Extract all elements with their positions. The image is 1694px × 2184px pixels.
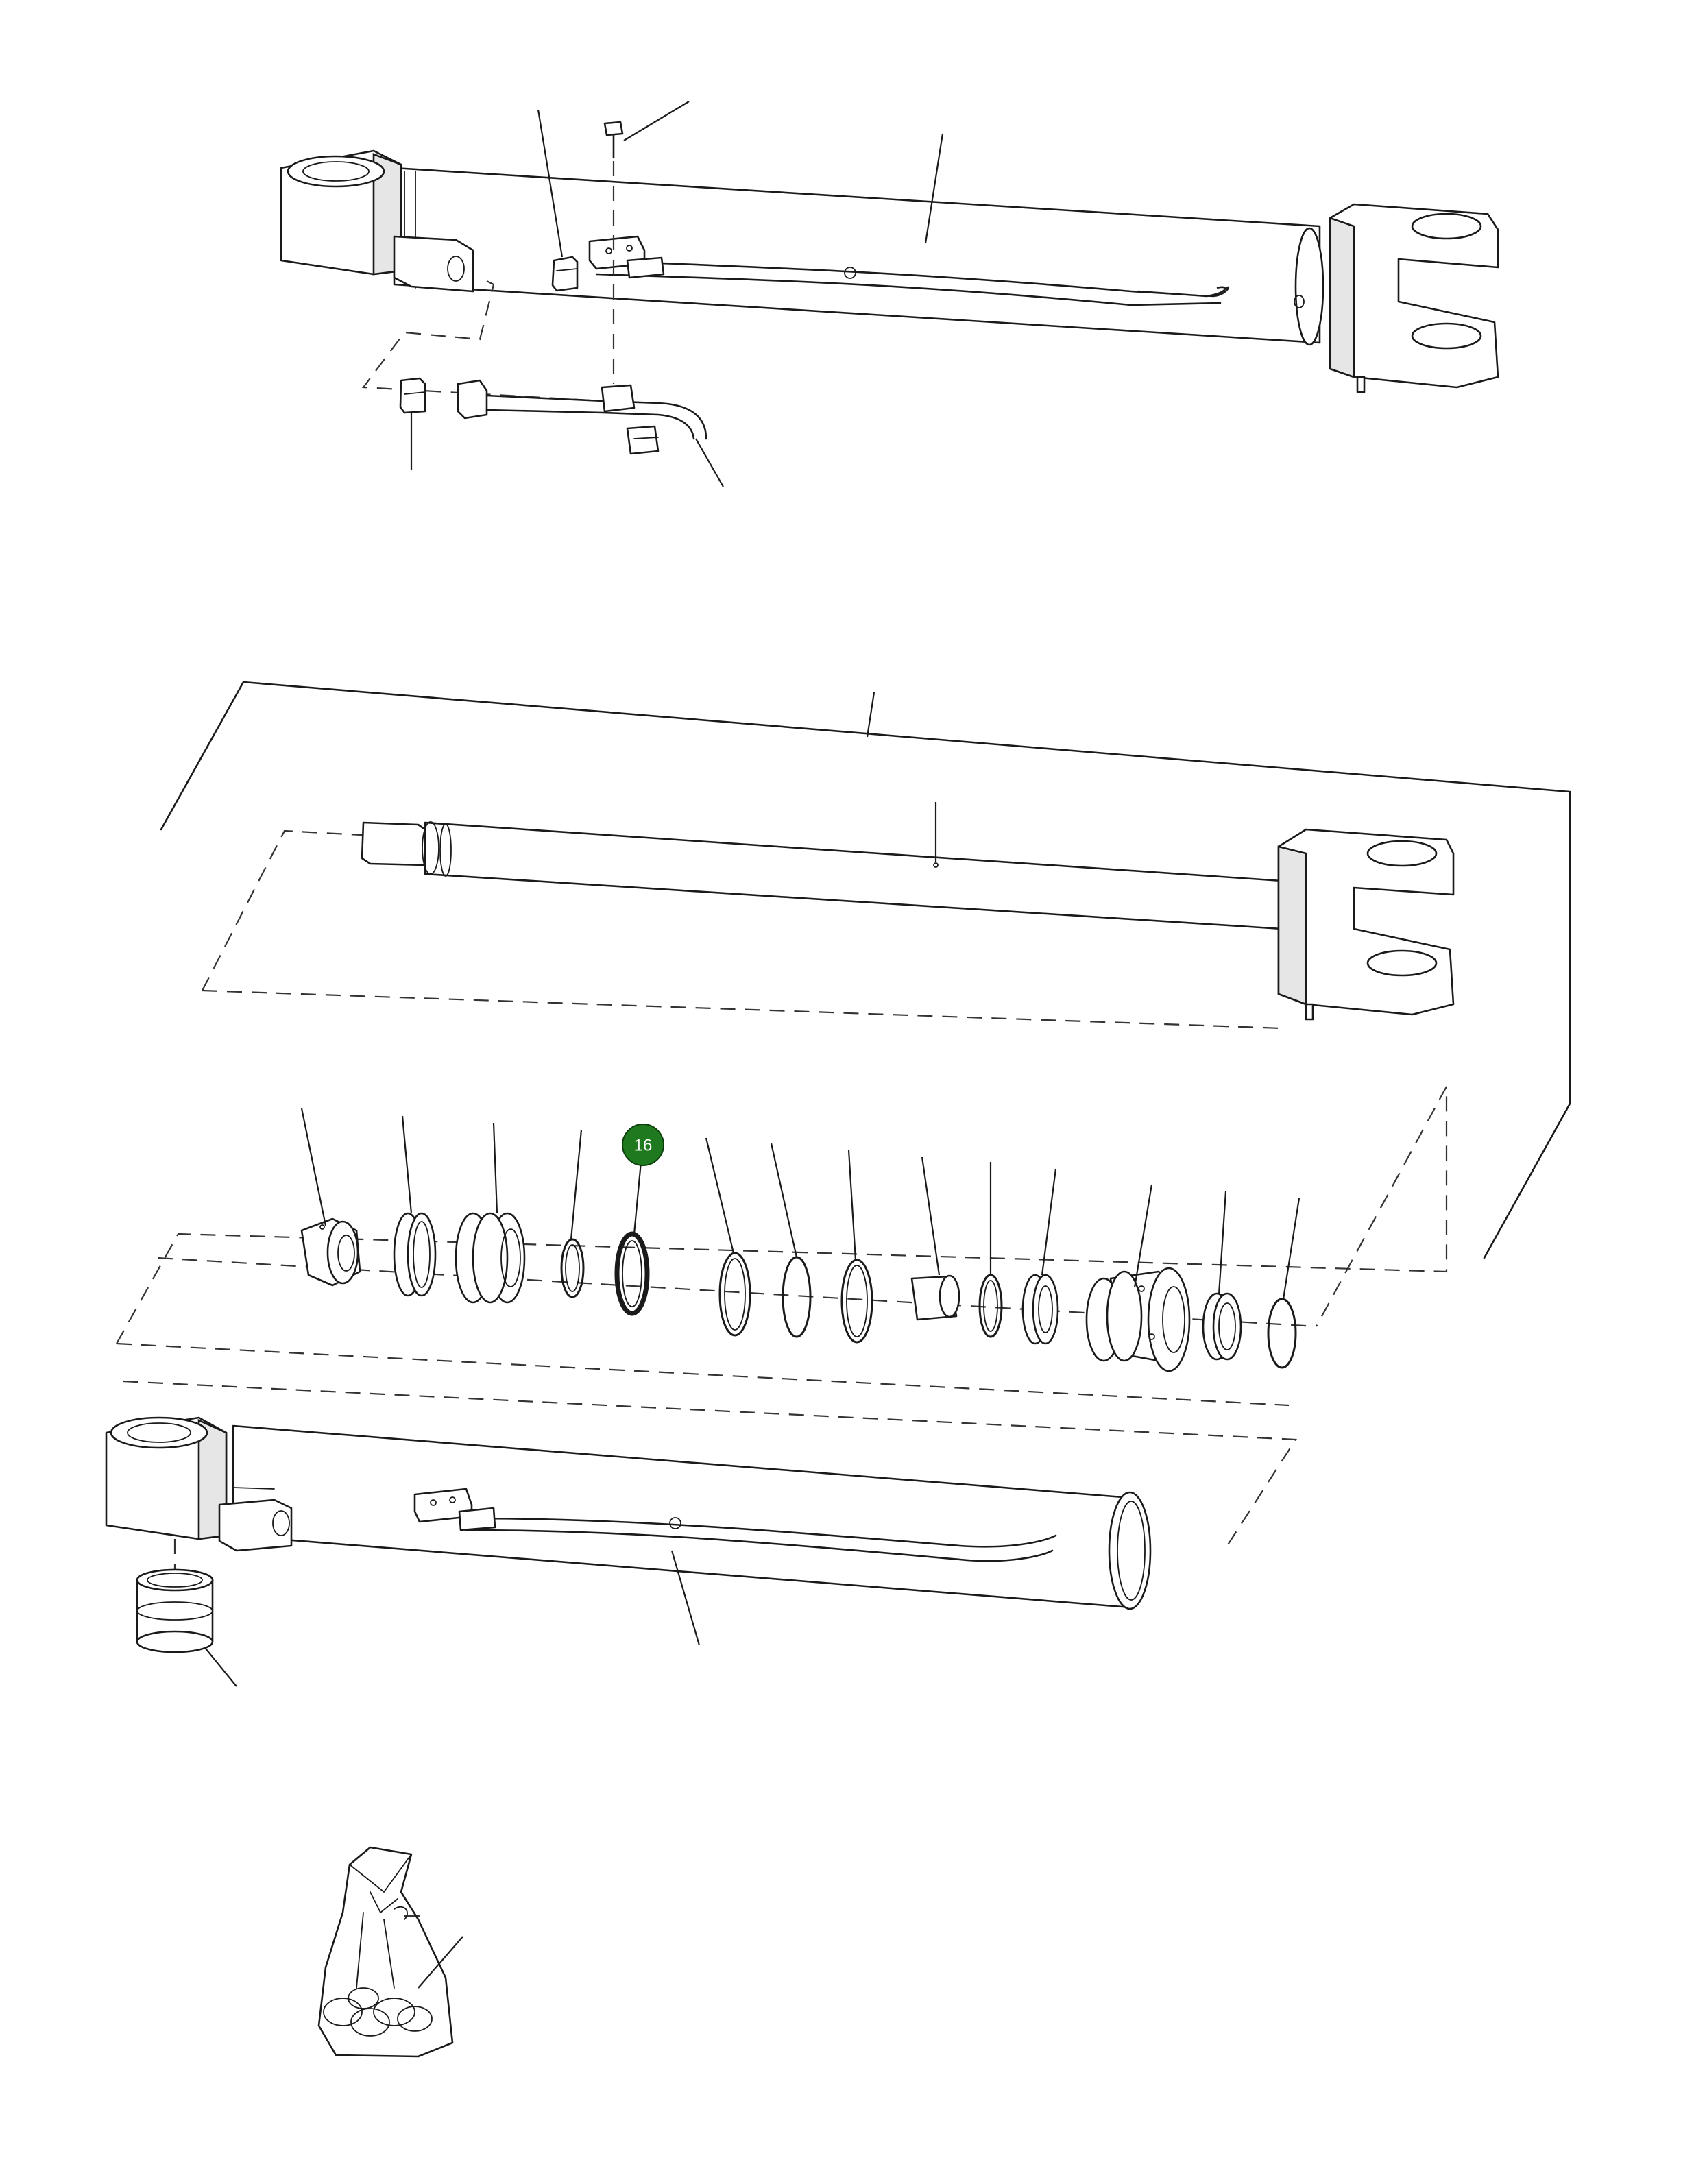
rod-seal [1021,1168,1059,1345]
callout-badge[interactable] [622,1124,664,1166]
top-barrel [393,167,1321,344]
spacer-sleeve [910,1156,960,1321]
o-ring-16[interactable] [614,1161,650,1316]
top-fitting [551,256,579,292]
seal-ring-b [770,1143,812,1338]
rod-group [160,681,1571,1259]
top-bolt [603,121,624,136]
top-port-block [393,235,474,293]
assembled-cylinder [280,101,1499,487]
lower-clamp [601,384,636,413]
piston-nut [300,1108,361,1287]
barrel-tube [232,1424,1133,1609]
seal-parts: 16 [116,1086,1448,1546]
gland-head [1085,1184,1191,1372]
wiper-seal [1202,1191,1242,1361]
callout-label: 16 [634,1137,653,1155]
bushing [136,1539,214,1653]
wear-ring-1 [393,1115,437,1297]
cylinder-tube [105,1416,1152,1687]
seal-kit-bag [317,1846,463,2058]
lower-nut [457,379,488,420]
tube-port-block [218,1499,293,1552]
seal-ring-d [978,1162,1003,1338]
seal-ring-c [840,1150,873,1344]
rod-threaded-end [361,821,426,866]
piston-seal [455,1122,526,1304]
callout-16[interactable]: 16 [622,1124,664,1166]
snap-ring [1267,1198,1300,1369]
lower-tube-end [626,425,660,455]
backup-ring [560,1129,585,1298]
piston-rod [424,821,1283,930]
seal-ring-a [705,1137,751,1337]
lower-fitting [399,377,426,414]
